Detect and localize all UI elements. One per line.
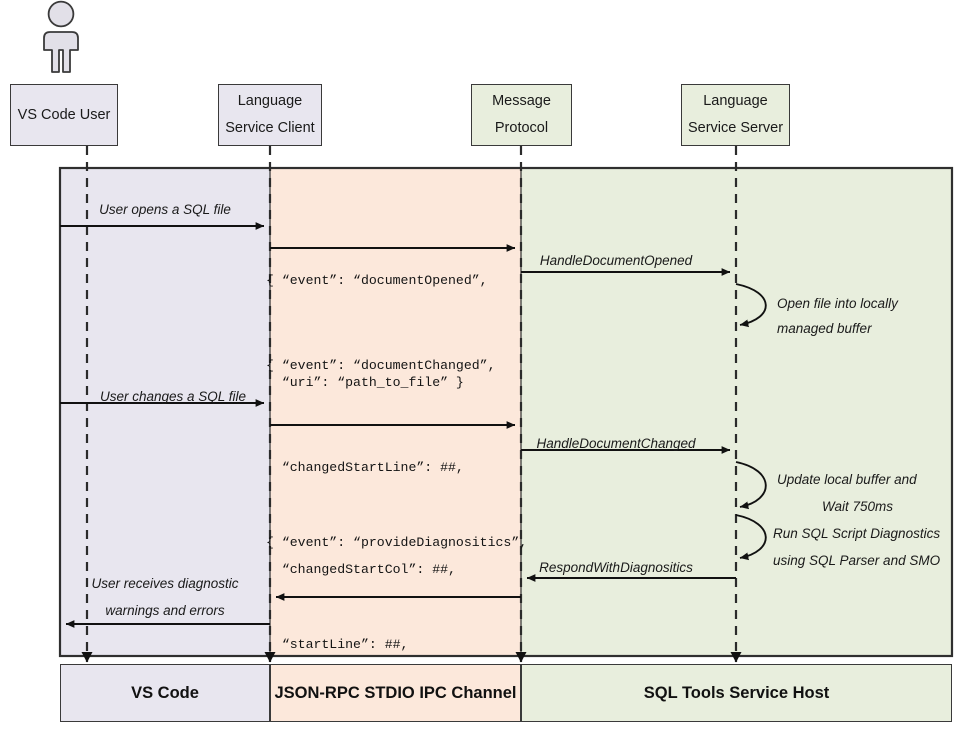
label-user-receives-line1: User receives diagnostic: [91, 576, 239, 591]
label-update-buffer-wait-line1: Update local buffer and: [777, 472, 917, 487]
label-handle-document-opened: HandleDocumentOpened: [539, 253, 693, 268]
footer-ipc[interactable]: JSON-RPC STDIO IPC Channel: [270, 664, 521, 722]
label-user-receives-line2: warnings and errors: [105, 603, 225, 618]
label-user-changes: User changes a SQL file: [99, 389, 247, 404]
footer-vs-code[interactable]: VS Code: [60, 664, 270, 722]
payload-line: { “event”: “provideDiagnositics”,: [266, 535, 528, 550]
lifeline-header-language-service-client-line1: Language: [237, 93, 303, 110]
lifeline-header-vs-code-user-line1: VS Code User: [17, 106, 111, 123]
label-handle-document-changed: HandleDocumentChanged: [536, 436, 696, 451]
provide-diagnostics-payload: { “event”: “provideDiagnositics”, “start…: [266, 458, 527, 732]
self-loop-run-diagnostics: [735, 514, 767, 561]
self-loop-open-file-buffer: [735, 283, 767, 328]
footer-service-host[interactable]: SQL Tools Service Host: [521, 664, 952, 722]
payload-line: “changedStartLine”: ##,: [266, 460, 464, 475]
lifeline-header-language-service-server[interactable]: Language Service Server: [681, 84, 790, 146]
lifeline-header-language-service-server-line2: Service Server: [687, 120, 784, 136]
lifeline-header-message-protocol[interactable]: Message Protocol: [471, 84, 572, 146]
label-user-opens: User opens a SQL file: [99, 202, 231, 217]
lifeline-header-language-service-client[interactable]: Language Service Client: [218, 84, 322, 146]
band-vscode: [60, 168, 270, 656]
label-open-file-buffer-line1: Open file into locally: [777, 296, 898, 311]
lifeline-header-message-protocol-line2: Protocol: [494, 120, 549, 136]
self-loop-update-buffer-wait: [735, 461, 767, 510]
label-run-diagnostics-line1: Run SQL Script Diagnostics: [773, 526, 941, 541]
lifeline-header-vs-code-user[interactable]: VS Code User: [10, 84, 118, 146]
payload-line: { “event”: “documentOpened”,: [266, 273, 488, 288]
person-icon: [43, 0, 79, 73]
lifeline-header-language-service-server-line1: Language: [703, 93, 768, 110]
label-run-diagnostics-line2: using SQL Parser and SMO: [773, 553, 941, 568]
band-ipc: [270, 168, 521, 656]
label-open-file-buffer-line2: managed buffer: [777, 321, 872, 336]
footer-service-host-label: SQL Tools Service Host: [643, 683, 830, 702]
lifeline-header-language-service-client-line2: Service Client: [225, 120, 315, 136]
payload-line: “startLine”: ##,: [266, 637, 409, 652]
payload-line: { “event”: “documentChanged”,: [266, 358, 496, 373]
label-respond-with-diagnostics: RespondWithDiagnositics: [539, 560, 693, 575]
document-opened-payload: { “event”: “documentOpened”, “uri”: “pat…: [266, 196, 488, 468]
footer-ipc-label: JSON-RPC STDIO IPC Channel: [274, 683, 517, 702]
footer-vs-code-label: VS Code: [131, 683, 199, 702]
lifeline-header-message-protocol-line1: Message: [492, 93, 551, 110]
label-update-buffer-wait-line2: Wait 750ms: [822, 499, 894, 514]
payload-line: “changedStartCol”: ##,: [266, 562, 456, 577]
payload-line: “uri”: “path_to_file” }: [266, 375, 464, 390]
